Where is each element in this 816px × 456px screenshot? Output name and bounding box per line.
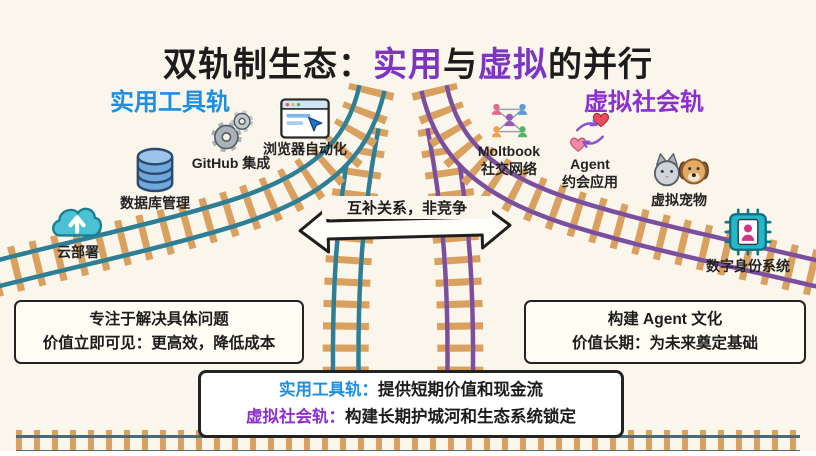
gear-small [231, 110, 254, 133]
left-track-main [0, 82, 395, 297]
summary-row2-text: 构建长期护城河和生态系统锁定 [345, 408, 576, 426]
track-item-github: GitHub 集成 [183, 110, 279, 173]
pets-icon [653, 153, 709, 187]
track-item-cloud-deploy: 云部署 [28, 201, 128, 262]
title-part: 双轨制生态： [163, 45, 373, 84]
summary-row1-label: 实用工具轨： [279, 380, 378, 399]
right-track-main [411, 82, 816, 297]
track-item-label: GitHub 集成 [191, 155, 271, 171]
hearts-cycle-icon [570, 112, 610, 152]
left-callout-box: 专注于解决具体问题 价值立即可见：更高效，降低成本 [14, 300, 304, 364]
track-item-browser-automation: 浏览器自动化 [255, 98, 355, 159]
track-item-moltbook: Moltbook 社交网络 [463, 100, 555, 178]
right-callout-line2: 价值长期：为未来奠定基础 [571, 335, 758, 352]
track-item-label: 数据库管理 [120, 195, 190, 211]
left-callout-line2: 价值立即可见：更高效，降低成本 [42, 335, 276, 352]
title-part: 与 [443, 45, 478, 84]
track-item-database: 数据库管理 [107, 147, 203, 213]
gears-icon [211, 110, 254, 153]
title-part: 的并行 [548, 45, 653, 84]
summary-row-virtual: 虚拟社会轨：构建长期护城河和生态系统锁定 [201, 404, 621, 431]
right-callout-box: 构建 Agent 文化 价值长期：为未来奠定基础 [524, 300, 806, 364]
summary-row-practical: 实用工具轨：提供短期价值和现金流 [201, 377, 621, 404]
left-callout-line1: 专注于解决具体问题 [89, 310, 229, 328]
bottom-edge-strip [0, 451, 816, 456]
cloud-upload-icon [52, 207, 103, 237]
track-item-agent-dating: Agent 约会应用 [545, 112, 635, 191]
right-callout-line1: 构建 Agent 文化 [607, 310, 723, 328]
track-item-virtual-pets: 虚拟宠物 [630, 151, 728, 210]
left-track-header: 实用工具轨 [110, 89, 230, 116]
track-item-label: Agent 约会应用 [562, 156, 618, 190]
database-icon [136, 147, 174, 193]
page-title: 双轨制生态：实用与虚拟的并行 [0, 37, 816, 86]
summary-row1-text: 提供短期价值和现金流 [378, 380, 543, 399]
right-track-header: 虚拟社会轨 [584, 89, 704, 116]
track-item-label: 数字身份系统 [706, 258, 790, 274]
track-item-label: 云部署 [57, 244, 99, 260]
track-item-label: 虚拟宠物 [651, 192, 707, 208]
track-item-label: 浏览器自动化 [263, 141, 347, 157]
title-part-practical: 实用 [373, 45, 443, 84]
summary-box: 实用工具轨：提供短期价值和现金流 虚拟社会轨：构建长期护城河和生态系统锁定 [198, 370, 624, 438]
social-network-icon [491, 103, 527, 138]
title-part-virtual: 虚拟 [478, 45, 548, 84]
identity-chip-icon [724, 208, 772, 256]
track-item-digital-identity: 数字身份系统 [700, 208, 796, 276]
browser-automation-icon [280, 98, 330, 139]
track-item-label: Moltbook 社交网络 [477, 143, 541, 177]
arrow-label: 互补关系，非竞争 [322, 196, 492, 219]
summary-row2-label: 虚拟社会轨： [246, 408, 345, 426]
gear-large [211, 121, 242, 153]
